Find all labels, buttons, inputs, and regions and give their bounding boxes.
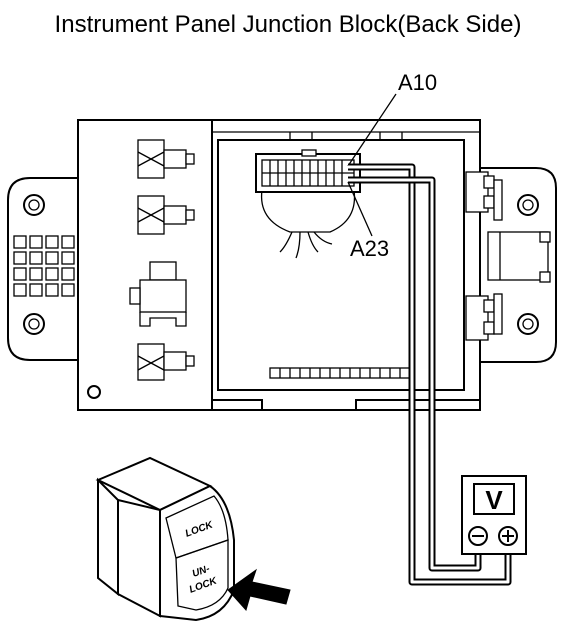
diagram-title: Instrument Panel Junction Block(Back Sid… (55, 11, 522, 38)
relay-1 (137, 139, 195, 179)
voltmeter-symbol: V (485, 485, 503, 515)
relay-3 (129, 261, 187, 327)
press-arrow-icon (227, 568, 291, 612)
relay-2 (137, 195, 195, 235)
voltmeter: V (461, 475, 527, 555)
connector-a10-a23 (255, 93, 397, 259)
door-lock-switch: LOCK UN- LOCK (95, 456, 235, 622)
label-a10: A10 (398, 70, 437, 95)
relay-4 (137, 343, 195, 381)
label-a23: A23 (350, 236, 389, 261)
test-leads (348, 163, 512, 586)
